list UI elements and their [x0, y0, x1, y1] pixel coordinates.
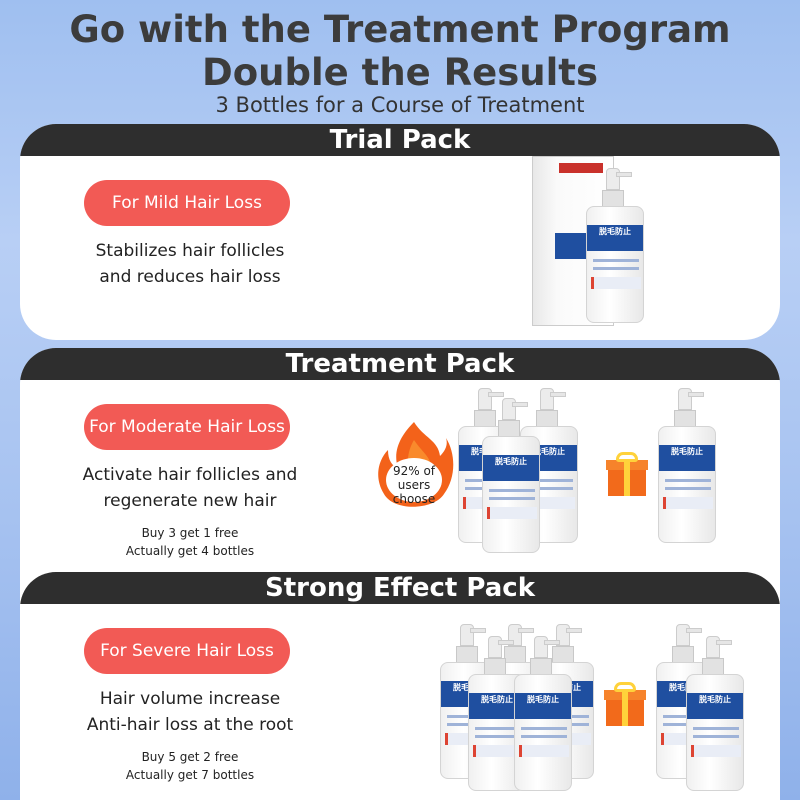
offer-line-1: Buy 3 get 1 free	[141, 526, 239, 540]
offer-line-2: Actually get 4 bottles	[125, 544, 255, 558]
headline-subtitle: 3 Bottles for a Course of Treatment	[215, 93, 585, 117]
gift-box-icon	[604, 682, 646, 726]
gift-box-icon	[606, 452, 648, 496]
strong-effect-pack-card: Strong Effect Pack For Severe Hair Loss …	[20, 572, 780, 800]
severity-pill: For Mild Hair Loss	[84, 180, 290, 226]
badge-line-2: users	[397, 478, 431, 492]
badge-line-3: choose	[392, 492, 436, 506]
badge-line-1: 92% of	[392, 464, 436, 478]
offer-line-2: Actually get 7 bottles	[125, 768, 255, 782]
pack-description-line-1: Activate hair follicles and	[82, 465, 298, 485]
offer-line-1: Buy 5 get 2 free	[141, 750, 239, 764]
headline-line-1: Go with the Treatment Program	[69, 8, 731, 51]
pack-description-line-1: Stabilizes hair follicles	[95, 241, 285, 261]
trial-pack-card: Trial Pack For Mild Hair Loss Stabilizes…	[20, 124, 780, 340]
product-bottle: 脱毛防止	[482, 398, 540, 553]
flame-icon	[378, 422, 454, 507]
headline-line-2: Double the Results	[202, 51, 598, 94]
box-badge	[559, 163, 603, 173]
card-title: Trial Pack	[20, 124, 780, 156]
card-title: Strong Effect Pack	[20, 572, 780, 604]
pack-description-line-2: Anti-hair loss at the root	[86, 715, 294, 735]
product-bottle: 脱毛防止	[514, 636, 572, 791]
severity-pill: For Severe Hair Loss	[84, 628, 290, 674]
pack-description-line-1: Hair volume increase	[99, 689, 281, 709]
free-bottle: 脱毛防止	[686, 636, 744, 791]
pack-description-line-2: regenerate new hair	[103, 491, 277, 511]
pack-description-line-2: and reduces hair loss	[99, 267, 281, 287]
product-bottle: 脱毛防止	[586, 168, 644, 323]
free-bottle: 脱毛防止	[658, 388, 716, 543]
severity-pill: For Moderate Hair Loss	[84, 404, 290, 450]
popularity-badge: 92% of users choose	[372, 420, 456, 516]
card-title: Treatment Pack	[20, 348, 780, 380]
